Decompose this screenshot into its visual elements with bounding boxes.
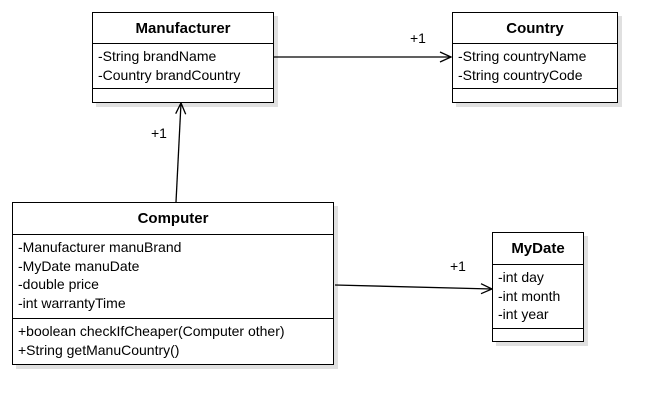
open-arrowhead-icon	[439, 51, 453, 63]
multiplicity-label-mydate: +1	[450, 258, 466, 274]
class-name: Manufacturer	[93, 13, 273, 44]
attributes-section: -Manufacturer manuBrand -MyDate manuDate…	[13, 235, 333, 319]
multiplicity-label-manufacturer: +1	[151, 125, 167, 141]
class-mydate[interactable]: MyDate -int day -int month -int year	[492, 232, 584, 342]
attribute: -Manufacturer manuBrand	[18, 239, 182, 255]
open-arrowhead-icon	[175, 101, 187, 115]
class-name: Country	[453, 13, 617, 44]
methods-section: +boolean checkIfCheaper(Computer other) …	[13, 319, 333, 359]
class-computer[interactable]: Computer -Manufacturer manuBrand -MyDate…	[12, 202, 334, 365]
attribute: -int year	[498, 306, 549, 322]
attribute: -MyDate manuDate	[18, 257, 140, 274]
class-country[interactable]: Country -String countryName -String coun…	[452, 12, 618, 103]
multiplicity-label-country: +1	[410, 30, 426, 46]
class-manufacturer[interactable]: Manufacturer -String brandName -Country …	[92, 12, 274, 103]
attributes-section: -String countryName -String countryCode	[453, 44, 617, 89]
association-computer-to-manufacturer	[175, 101, 187, 203]
attribute: -String countryName	[458, 48, 587, 64]
attribute: -int day	[498, 269, 544, 285]
methods-section	[493, 329, 583, 332]
class-name: MyDate	[493, 233, 583, 265]
attribute: -double price	[18, 276, 99, 292]
method: +boolean checkIfCheaper(Computer other)	[18, 323, 285, 339]
association-manufacturer-to-country	[273, 51, 453, 63]
attribute: -String countryCode	[458, 66, 583, 83]
attributes-section: -String brandName -Country brandCountry	[93, 44, 273, 89]
attribute: -Country brandCountry	[98, 66, 241, 83]
class-name: Computer	[13, 203, 333, 235]
attributes-section: -int day -int month -int year	[493, 265, 583, 329]
method: +String getManuCountry()	[18, 341, 180, 358]
attribute: -int month	[498, 287, 561, 304]
methods-section	[453, 89, 617, 92]
attribute: -String brandName	[98, 48, 217, 64]
association-computer-to-mydate	[334, 283, 494, 295]
open-arrowhead-icon	[480, 283, 494, 295]
attribute: -int warrantyTime	[18, 294, 126, 311]
methods-section	[93, 89, 273, 92]
